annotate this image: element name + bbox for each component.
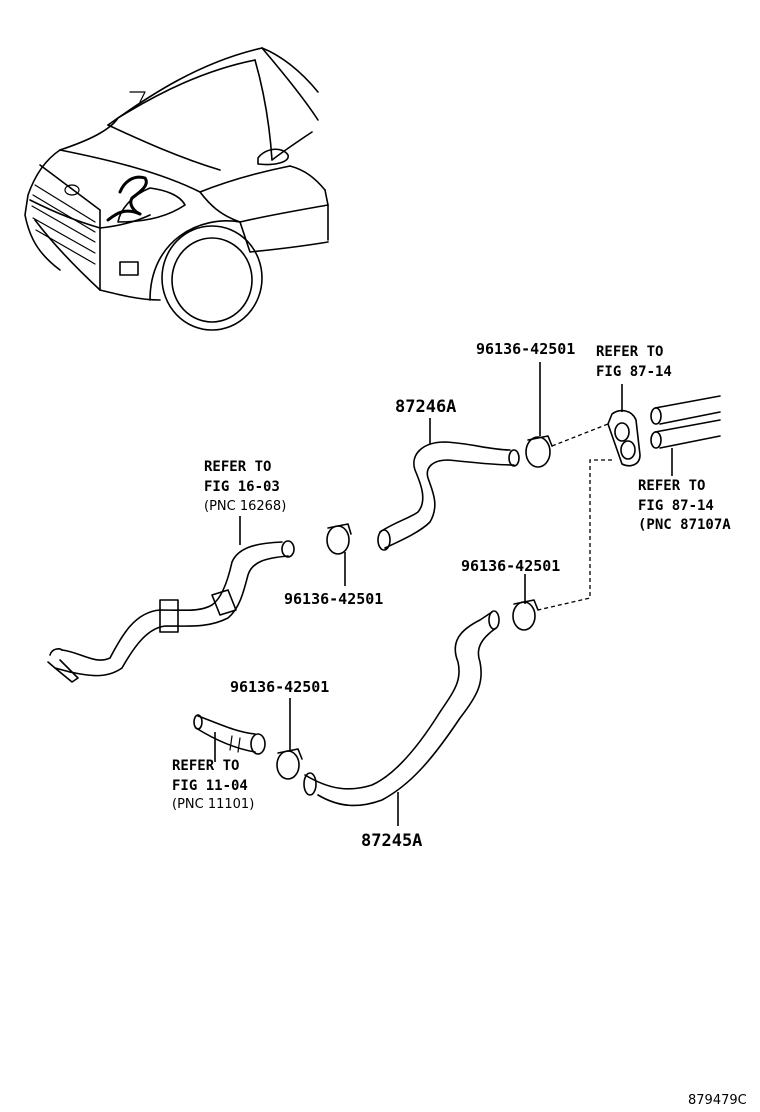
refer-87-right-line2: FIG 87-14 bbox=[638, 498, 714, 514]
refer-87-right-line1: REFER TO bbox=[638, 478, 705, 494]
label-clip-mid-right: 96136-42501 bbox=[461, 557, 560, 575]
label-clip-top: 96136-42501 bbox=[476, 340, 575, 358]
refer-11-line2: FIG 11-04 bbox=[172, 778, 248, 794]
refer-16-line1: REFER TO bbox=[204, 459, 271, 475]
grommet-assembly bbox=[607, 395, 721, 467]
refer-87-top-line1: REFER TO bbox=[596, 344, 663, 360]
refer-16-pnc: (PNC 16268) bbox=[204, 499, 286, 514]
label-87246a: 87246A bbox=[395, 397, 456, 417]
clip-top bbox=[525, 435, 553, 468]
heater-pipe-left bbox=[47, 540, 295, 683]
refer-87-right-pnc: (PNC 87107A bbox=[638, 517, 731, 533]
clip-lower bbox=[276, 748, 303, 780]
clip-mid-right bbox=[512, 599, 539, 631]
refer-11-pnc: (PNC 11101) bbox=[172, 797, 254, 812]
clip-mid-left bbox=[326, 523, 352, 555]
refer-16-line2: FIG 16-03 bbox=[204, 479, 280, 495]
figure-number: 879479C bbox=[688, 1093, 747, 1108]
label-clip-lower: 96136-42501 bbox=[230, 678, 329, 696]
pipe-lower-left bbox=[193, 714, 266, 755]
label-87245a: 87245A bbox=[361, 831, 422, 851]
hose-87245a bbox=[303, 610, 500, 807]
label-clip-mid-left: 96136-42501 bbox=[284, 590, 383, 608]
refer-11-line1: REFER TO bbox=[172, 758, 239, 774]
leader-lines bbox=[214, 362, 673, 826]
refer-87-top-line2: FIG 87-14 bbox=[596, 364, 672, 380]
vehicle-illustration bbox=[24, 47, 329, 331]
hose-87246a bbox=[377, 441, 520, 551]
